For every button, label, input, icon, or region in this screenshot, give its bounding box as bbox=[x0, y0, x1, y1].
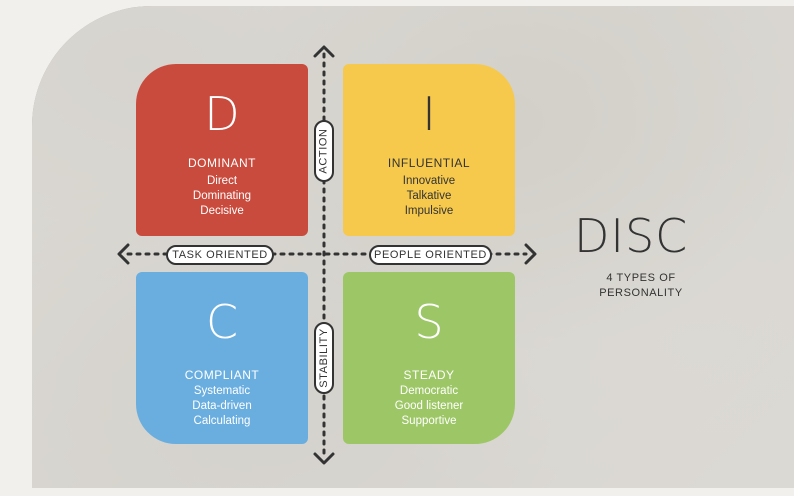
quadrant-title: COMPLIANT bbox=[184, 368, 260, 382]
axis-label-people-oriented: PEOPLE ORIENTED bbox=[369, 245, 492, 265]
subtitle-line: PERSONALITY bbox=[599, 287, 683, 299]
trait: Innovative bbox=[402, 175, 456, 187]
arrow-left-icon bbox=[117, 243, 130, 265]
trait: Impulsive bbox=[404, 205, 454, 217]
quadrant-influential: I INFLUENTIAL Innovative Talkative Impul… bbox=[343, 64, 515, 236]
disc-heading: DISC bbox=[574, 209, 689, 263]
quadrant-title: DOMINANT bbox=[188, 156, 256, 170]
quadrant-letter: D bbox=[204, 87, 240, 141]
axis-label-task-oriented: TASK ORIENTED bbox=[166, 245, 274, 265]
arrow-up-icon bbox=[313, 45, 335, 58]
axis-label-stability: STABILITY bbox=[314, 322, 334, 394]
trait: Supportive bbox=[401, 415, 457, 427]
trait: Talkative bbox=[406, 190, 452, 202]
axis-label-text: PEOPLE ORIENTED bbox=[374, 249, 487, 261]
arrow-down-icon bbox=[313, 452, 335, 465]
quadrant-compliant: C COMPLIANT Systematic Data-driven Calcu… bbox=[136, 272, 308, 444]
axis-label-action: ACTION bbox=[314, 120, 334, 182]
subtitle-line: 4 TYPES OF bbox=[606, 272, 676, 284]
arrow-right-icon bbox=[524, 243, 537, 265]
quadrant-dominant: D DOMINANT Direct Dominating Decisive bbox=[136, 64, 308, 236]
disc-subtitle: 4 TYPES OF PERSONALITY bbox=[586, 271, 696, 301]
trait: Decisive bbox=[200, 205, 244, 217]
quadrant-traits: Direct Dominating Decisive bbox=[136, 174, 308, 219]
trait: Calculating bbox=[193, 415, 251, 427]
quadrant-letter: I bbox=[422, 87, 436, 141]
axis-label-text: TASK ORIENTED bbox=[172, 249, 268, 261]
axis-label-text: ACTION bbox=[318, 128, 330, 174]
trait: Good listener bbox=[394, 400, 464, 412]
quadrant-letter: S bbox=[414, 295, 444, 349]
quadrant-traits: Innovative Talkative Impulsive bbox=[343, 174, 515, 219]
quadrant-traits: Democratic Good listener Supportive bbox=[343, 384, 515, 429]
quadrant-steady: S STEADY Democratic Good listener Suppor… bbox=[343, 272, 515, 444]
quadrant-letter: C bbox=[205, 295, 239, 349]
quadrant-title: INFLUENTIAL bbox=[387, 156, 471, 170]
trait: Direct bbox=[206, 175, 238, 187]
quadrant-traits: Systematic Data-driven Calculating bbox=[136, 384, 308, 429]
quadrant-title: STEADY bbox=[403, 368, 455, 382]
trait: Dominating bbox=[192, 190, 252, 202]
trait: Democratic bbox=[399, 385, 459, 397]
axis-label-text: STABILITY bbox=[318, 328, 331, 388]
trait: Data-driven bbox=[192, 400, 252, 412]
trait: Systematic bbox=[193, 385, 251, 397]
